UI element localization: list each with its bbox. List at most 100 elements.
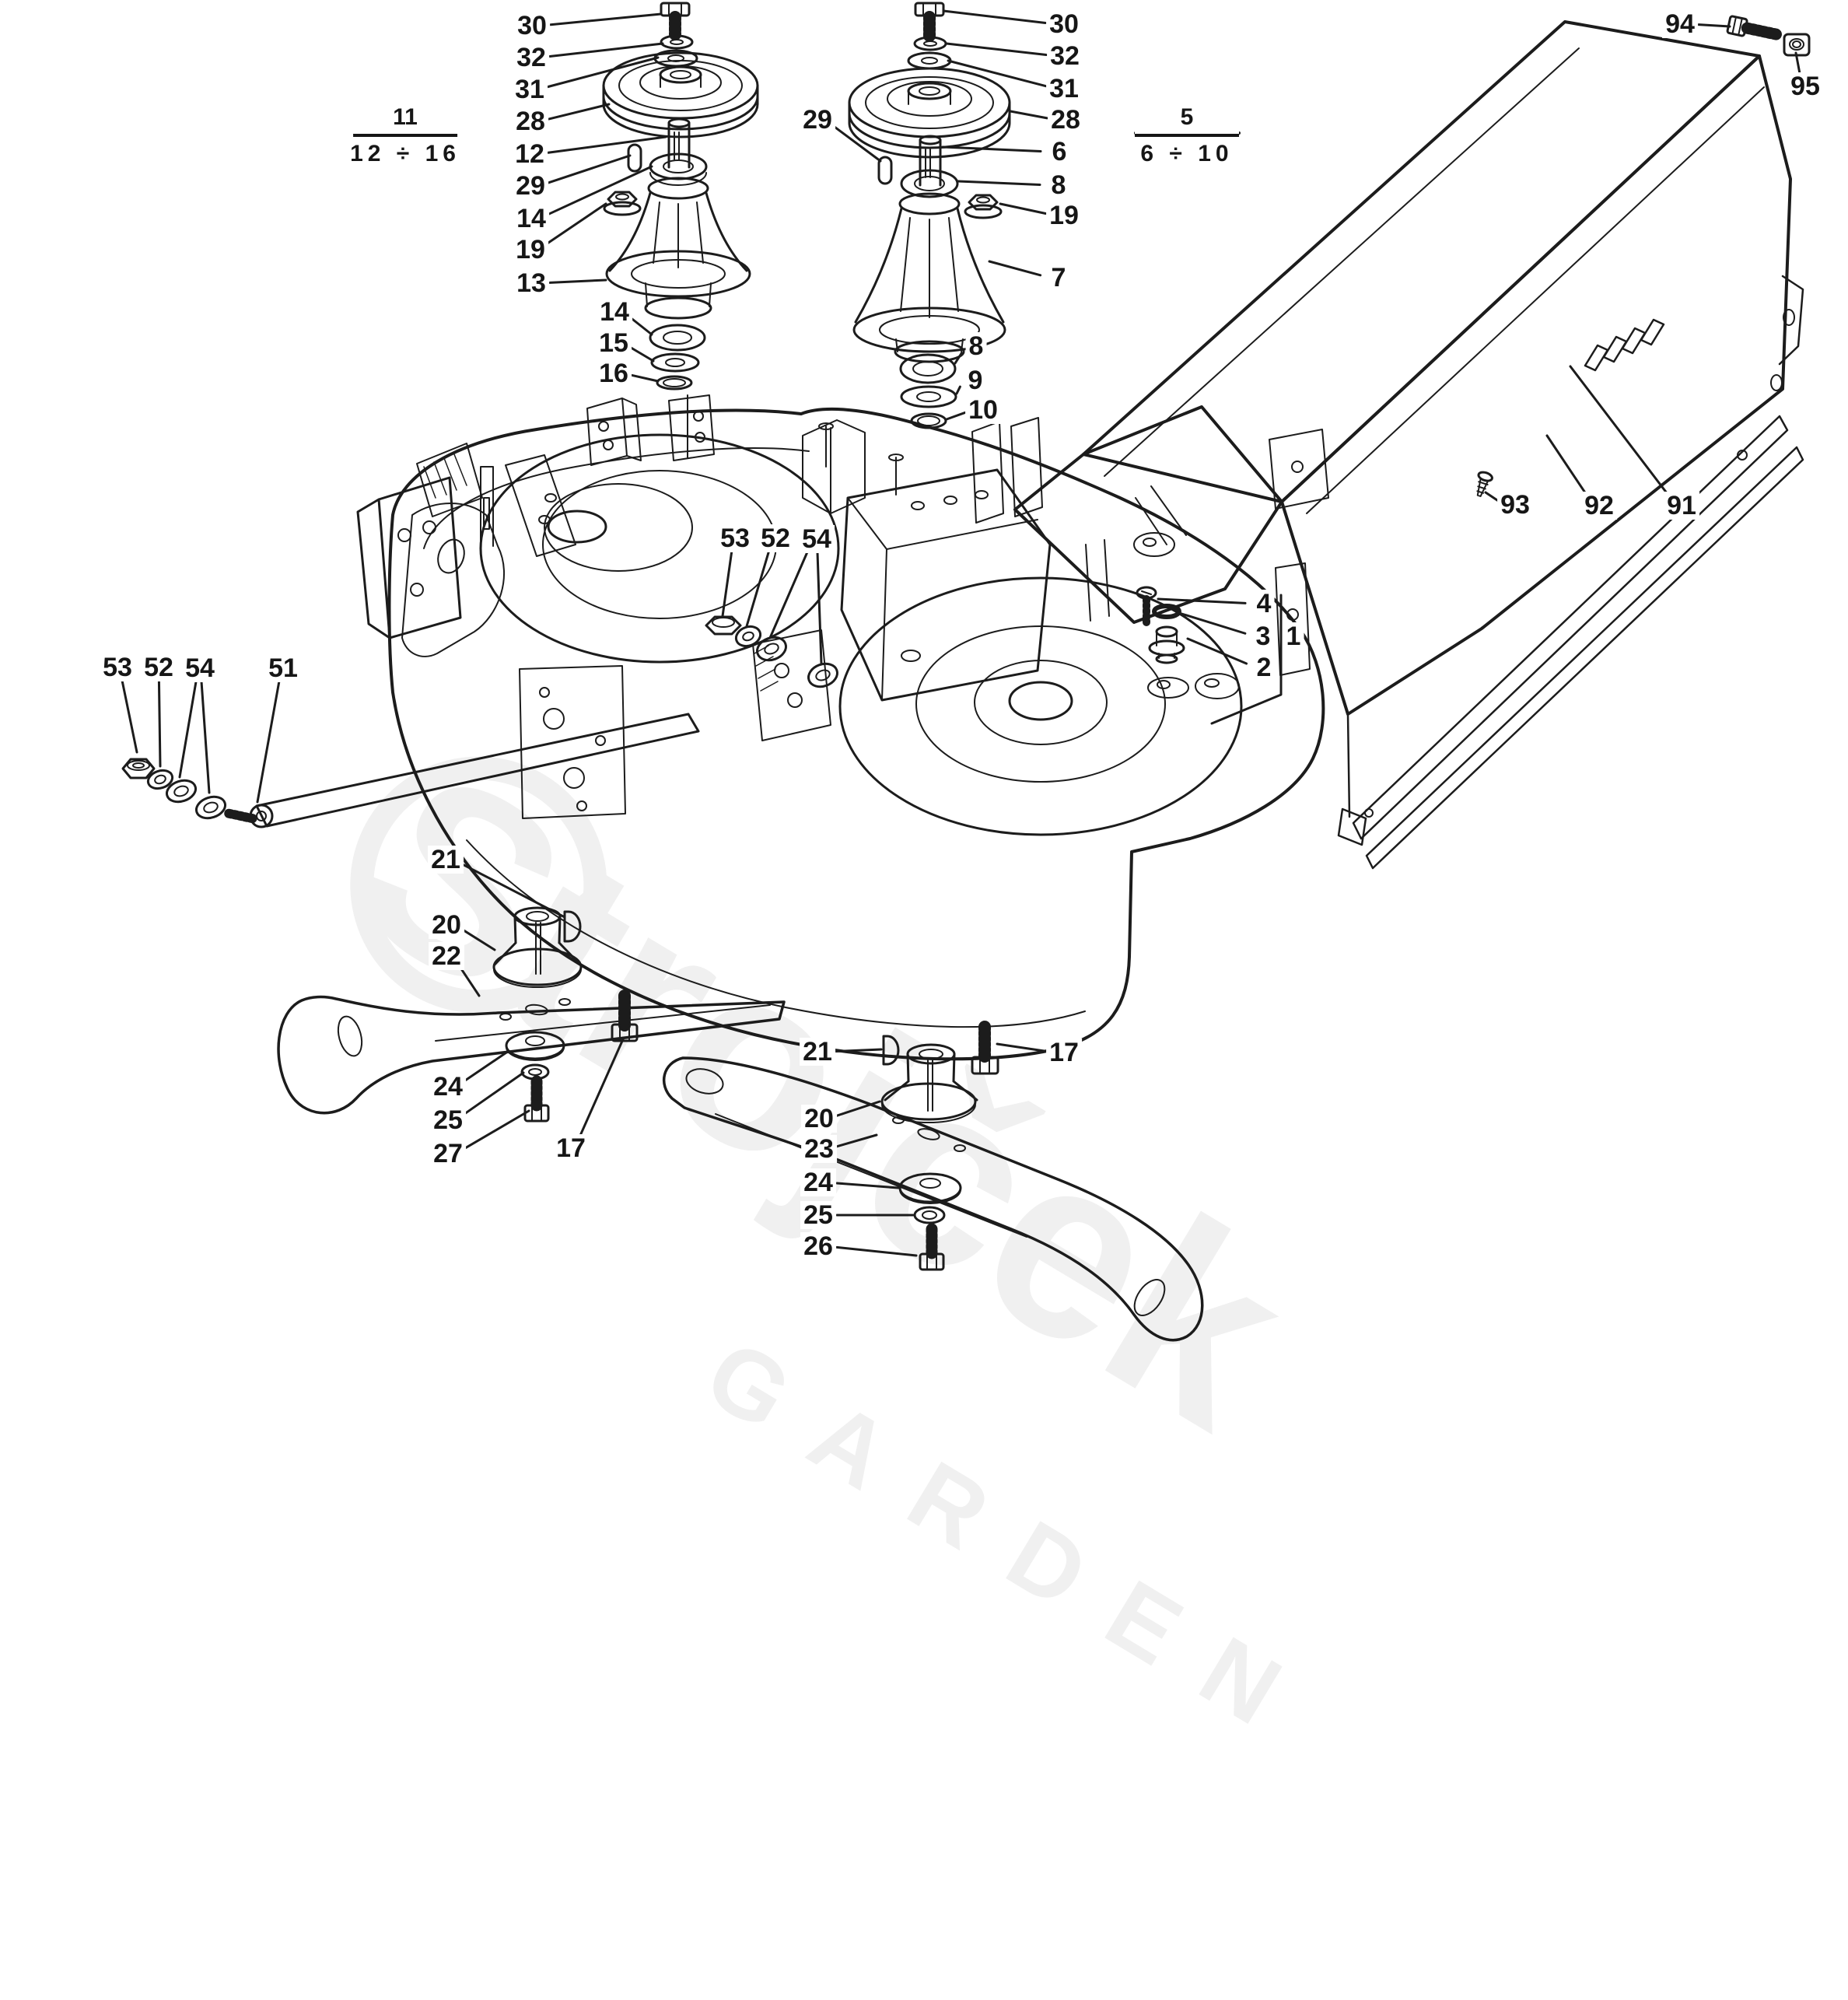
- range-bottom-label: 6 ÷ 10: [1140, 141, 1234, 166]
- range-group-6-10: 5 6 ÷ 10: [1135, 106, 1239, 166]
- leader-line-54-left: [178, 678, 198, 779]
- leader-line-19-right: [999, 202, 1047, 215]
- part-callout-7-right: 7: [1048, 264, 1069, 292]
- blade-bolt-17-center: [971, 1021, 999, 1075]
- range-bar: [353, 134, 457, 137]
- part-callout-3: 3: [1252, 622, 1274, 650]
- rod-set-left: [121, 713, 700, 828]
- spindle-housing-13: [647, 177, 709, 200]
- key-21-center: [882, 1035, 900, 1066]
- part-callout-9-right: 9: [964, 366, 986, 394]
- leader-line-95: [1794, 51, 1802, 78]
- blade-assembly-left: [277, 906, 786, 1123]
- part-callout-13-left: 13: [513, 269, 549, 297]
- part-callout-20-center: 20: [801, 1105, 837, 1133]
- leader-line-8-lower-right: [954, 352, 963, 365]
- cover-bolt-94: [1726, 15, 1785, 41]
- leader-line-30-right: [942, 9, 1047, 24]
- part-callout-30-right: 30: [1046, 10, 1082, 38]
- part-callout-21-left: 21: [428, 846, 464, 874]
- part-callout-15-left: 15: [596, 329, 632, 357]
- blade-assembly-center: [663, 1021, 1204, 1342]
- leader-line-54-center: [816, 548, 823, 665]
- part-callout-24-center: 24: [800, 1168, 836, 1196]
- part-callout-14-upper-left: 14: [513, 205, 549, 233]
- part-callout-21-center: 21: [800, 1038, 835, 1066]
- part-callout-93: 93: [1497, 491, 1533, 519]
- leader-line-53-center: [721, 548, 733, 618]
- leader-line-24-center: [835, 1182, 900, 1189]
- flange-nut-19-left: [607, 191, 638, 208]
- leader-line-16-left: [631, 373, 660, 383]
- leader-line-19-left: [545, 202, 607, 246]
- leader-line-2: [1186, 637, 1248, 665]
- part-callout-22: 22: [429, 942, 464, 970]
- leader-line-25-left: [462, 1071, 525, 1116]
- leader-line-31-right: [947, 59, 1048, 88]
- key-29-right: [877, 156, 893, 185]
- leader-line-20-center: [835, 1100, 881, 1117]
- part-callout-51: 51: [265, 654, 301, 682]
- washer-set-center: [705, 615, 838, 688]
- leader-line-7-right: [988, 260, 1042, 277]
- pulley-28-left: [602, 51, 759, 120]
- part-callout-53-left: 53: [100, 653, 135, 681]
- pulley-28-right: [848, 67, 1011, 138]
- blade-22: [277, 995, 786, 1115]
- leader-line-17-center: [996, 1042, 1047, 1053]
- range-top-label: 11: [393, 104, 418, 130]
- part-callout-31-right: 31: [1046, 75, 1082, 103]
- part-callout-28-right: 28: [1048, 106, 1083, 134]
- part-callout-24-left: 24: [430, 1073, 466, 1101]
- spindle-housing-7: [898, 192, 961, 215]
- key-29-left: [627, 143, 642, 173]
- cover-screw-93: [1476, 471, 1493, 497]
- leader-line-14-upper-left: [547, 165, 653, 215]
- part-callout-17-left: 17: [553, 1134, 589, 1162]
- leader-line-3: [1178, 611, 1247, 635]
- part-callout-6-right: 6: [1048, 138, 1070, 166]
- leader-line-53-left: [120, 677, 138, 754]
- leader-line-12-left: [547, 135, 667, 154]
- leader-line-52-left: [157, 677, 162, 768]
- leader-line-31-left: [546, 56, 660, 89]
- leader-line-28-left: [547, 103, 611, 121]
- leader-line-21-center: [835, 1048, 883, 1053]
- part-callout-1: 1: [1283, 622, 1304, 650]
- leader-line-26: [835, 1245, 918, 1257]
- leader-line-27: [463, 1109, 530, 1150]
- range-bar: [1135, 134, 1239, 137]
- part-callout-52-center: 52: [758, 524, 793, 552]
- part-callout-14-lower-left: 14: [597, 298, 632, 326]
- leader-line-91: [1569, 365, 1671, 499]
- leader-line-94: [1697, 23, 1731, 28]
- leader-line-4: [1157, 597, 1247, 604]
- deck-pin-set: [1136, 586, 1185, 664]
- part-callout-54-left: 54: [182, 654, 218, 682]
- leader-line-23: [835, 1133, 878, 1148]
- leader-line-21-left: [461, 863, 566, 919]
- leader-line-51: [256, 678, 281, 804]
- part-callout-32-left: 32: [513, 44, 549, 72]
- part-callout-53-center: 53: [717, 524, 753, 552]
- part-callout-4: 4: [1253, 590, 1275, 618]
- leader-line-54-left: [200, 678, 211, 794]
- part-callout-26: 26: [800, 1232, 836, 1260]
- leader-line-24-left: [463, 1049, 510, 1083]
- leader-line-13-left: [548, 278, 607, 284]
- leader-line-15-left: [629, 346, 655, 363]
- part-callout-2: 2: [1253, 653, 1275, 681]
- part-callout-29-right: 29: [800, 106, 835, 134]
- part-callout-8-upper-right: 8: [1048, 171, 1069, 199]
- part-callout-94: 94: [1662, 10, 1698, 38]
- bracket-1-lines: [1210, 594, 1283, 725]
- blade-bolt-17-left: [611, 989, 639, 1042]
- part-callout-23: 23: [801, 1135, 837, 1163]
- part-callout-27: 27: [430, 1140, 466, 1168]
- cutting-deck: [356, 394, 1329, 1061]
- flange-nut-19-right: [968, 194, 999, 211]
- part-callout-19-right: 19: [1046, 201, 1082, 229]
- belt-cover: [1013, 20, 1804, 870]
- part-callout-10-right: 10: [965, 396, 1001, 424]
